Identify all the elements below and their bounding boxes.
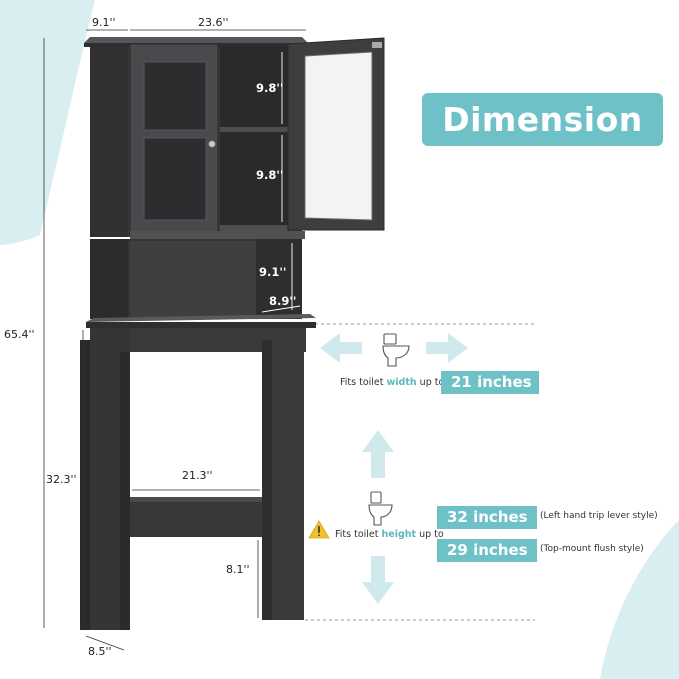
toilet-icon bbox=[382, 333, 410, 367]
left-leg-front bbox=[120, 352, 130, 630]
dim-label-upper-shelf: 9.8'' bbox=[256, 81, 284, 95]
base-top-board bbox=[86, 314, 316, 322]
toilet-icon-height bbox=[368, 491, 393, 526]
dim-label-open-shelf: 9.1'' bbox=[259, 265, 287, 279]
fit-width-keyword: width bbox=[386, 377, 417, 388]
dim-label-overall-height: 65.4'' bbox=[4, 328, 35, 341]
base-top-front bbox=[86, 322, 316, 328]
dim-label-shelf-depth: 8.9'' bbox=[269, 294, 297, 308]
open-shelf-right-panel bbox=[256, 239, 302, 319]
bottom-crossbar-top bbox=[130, 497, 262, 502]
background-blob-left bbox=[0, 0, 95, 245]
cabinet-interior bbox=[220, 47, 288, 229]
dim-label-base-height: 32.3'' bbox=[46, 473, 77, 486]
open-shelf-side bbox=[90, 239, 128, 319]
cabinet-divider bbox=[130, 231, 305, 239]
upper-cabinet-side bbox=[90, 47, 128, 237]
fit-height-value-2: 29 inches bbox=[437, 539, 537, 562]
left-door-glass-bottom bbox=[143, 137, 207, 221]
interior-shelf-bottom bbox=[220, 225, 288, 231]
door-knob bbox=[208, 140, 216, 148]
fit-width-suffix: up to bbox=[416, 377, 445, 388]
right-door-mirror bbox=[304, 51, 373, 221]
background-blob-right bbox=[600, 520, 679, 679]
right-leg-shade bbox=[262, 340, 272, 620]
dimension-heading: Dimension bbox=[422, 93, 663, 146]
back-left-leg bbox=[80, 340, 90, 630]
fit-width-value: 21 inches bbox=[441, 371, 539, 394]
dim-label-inner-width: 21.3'' bbox=[182, 469, 213, 482]
dim-label-lower-shelf: 9.8'' bbox=[256, 168, 284, 182]
cabinet-top-cap bbox=[84, 37, 308, 43]
dim-label-leg-depth: 8.5'' bbox=[88, 645, 112, 658]
dim-line-shelf-depth bbox=[261, 305, 301, 313]
fit-height-suffix: up to bbox=[416, 529, 444, 540]
right-door-hinge bbox=[372, 42, 382, 48]
double-arrow-horizontal-icon bbox=[320, 333, 468, 363]
bottom-crossbar bbox=[130, 497, 262, 537]
dim-label-bar-height: 8.1'' bbox=[226, 563, 250, 576]
fit-height-keyword: height bbox=[381, 529, 417, 540]
dim-label-top-width: 23.6'' bbox=[198, 16, 229, 29]
double-arrow-vertical-icon bbox=[362, 430, 394, 604]
fit-height-note-1: (Left hand trip lever style) bbox=[540, 511, 658, 521]
open-shelf-inner bbox=[130, 241, 256, 317]
fit-height-label: Fits toilet height up to bbox=[335, 530, 444, 540]
fit-width-prefix: Fits toilet bbox=[340, 377, 387, 388]
dim-line-leg-depth bbox=[85, 635, 125, 651]
fit-height-value-1: 32 inches bbox=[437, 506, 537, 529]
dim-label-top-depth: 9.1'' bbox=[92, 16, 116, 29]
fit-height-note-2: (Top-mount flush style) bbox=[540, 544, 644, 554]
warning-icon bbox=[308, 520, 330, 539]
left-door-glass-top bbox=[143, 61, 207, 131]
interior-shelf-upper bbox=[220, 127, 288, 132]
fit-height-prefix: Fits toilet bbox=[335, 529, 382, 540]
fit-width-label: Fits toilet width up to bbox=[340, 378, 444, 388]
